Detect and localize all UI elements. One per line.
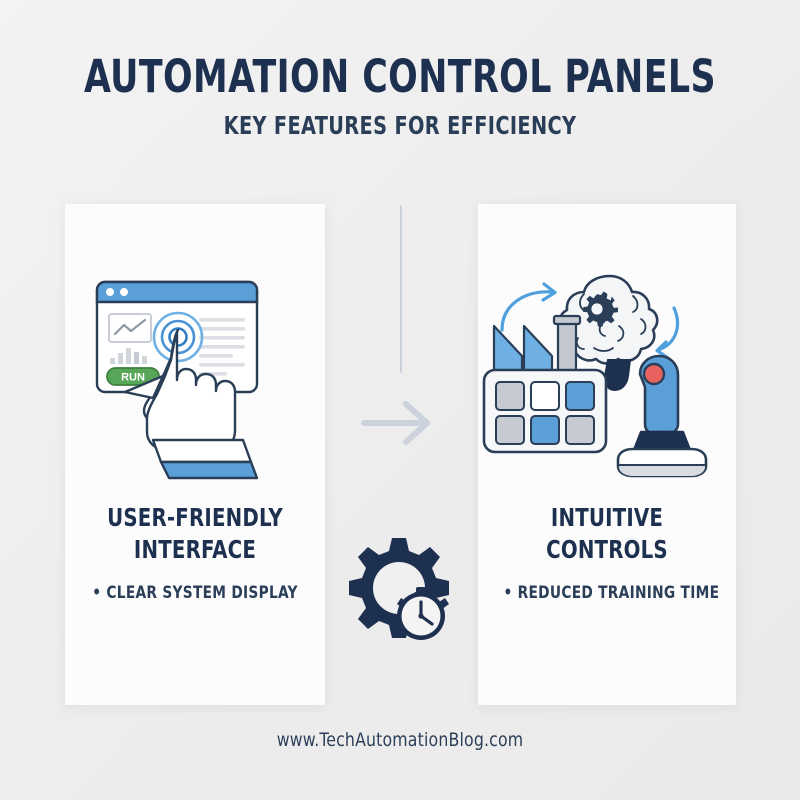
gear-stopwatch-icon [348,534,458,644]
arrow-curved-left-icon [500,282,557,332]
arrow-right-icon [358,396,438,450]
arrow-curved-right-icon [655,306,680,360]
header: AUTOMATION CONTROL PANELS KEY FEATURES F… [0,54,800,138]
footer-url: www.TechAutomationBlog.com [276,729,524,751]
line-chart-icon [108,313,152,343]
brain-icon [558,274,659,392]
brain-gear-factory-joystick-illustration [478,264,736,479]
feature-title-left: USER-FRIENDLY INTERFACE [93,502,297,565]
feature-title-right-line1: INTUITIVE [550,503,664,532]
feature-bullet-right: • REDUCED TRAINING TIME [503,583,720,603]
vertical-divider-line [400,205,402,373]
joystick-icon [616,354,708,478]
bar-chart-icon [110,348,147,364]
factory-chimney-icon [552,314,582,376]
text-placeholder-lines [199,318,245,376]
feature-title-left-line1: USER-FRIENDLY [107,503,283,532]
feature-title-left-line2: INTERFACE [133,534,257,564]
pointing-hand-icon [123,328,259,480]
feature-card-user-friendly-interface[interactable]: RUN [65,204,325,705]
feature-title-right: INTUITIVE CONTROLS [506,502,708,565]
feature-card-intuitive-controls[interactable]: INTUITIVE CONTROLS • REDUCED TRAINING TI… [478,204,736,705]
stopwatch-shape [397,587,449,640]
feature-card-text-right: INTUITIVE CONTROLS • REDUCED TRAINING TI… [478,502,736,603]
control-grid-panel-icon [482,368,608,454]
feature-title-right-line2: CONTROLS [546,534,668,564]
page-subtitle: KEY FEATURES FOR EFFICIENCY [223,111,577,140]
factory-roof-icon [492,324,554,376]
control-panel-touchscreen-hand-illustration: RUN [65,264,325,480]
gear-in-brain-icon [582,291,619,327]
feature-card-text-left: USER-FRIENDLY INTERFACE • CLEAR SYSTEM D… [65,502,325,603]
run-button-label: RUN [121,372,145,384]
page-title: AUTOMATION CONTROL PANELS [83,50,717,103]
feature-bullet-left: • CLEAR SYSTEM DISPLAY [92,583,298,603]
